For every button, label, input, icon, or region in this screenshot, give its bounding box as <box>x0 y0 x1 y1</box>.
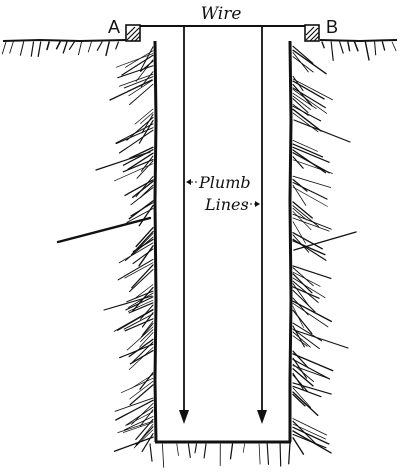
ground-surface-left <box>2 38 127 43</box>
plumb-label: Plumb <box>198 173 251 192</box>
shaft-wall-right <box>288 40 293 442</box>
plumb-line-left <box>179 26 189 424</box>
point-a-label: A <box>108 17 120 37</box>
earth-hatching <box>1 41 397 468</box>
ground-surface-right <box>319 39 398 43</box>
support-b <box>304 24 320 42</box>
point-b-label: B <box>326 17 338 37</box>
wire-label: Wire <box>201 4 242 24</box>
plumb-leader-left <box>186 179 197 185</box>
shaft-wall-left <box>153 40 158 443</box>
plumb-line-right <box>257 26 267 424</box>
support-a <box>125 24 141 42</box>
lines-label: Lines <box>204 195 249 214</box>
plumb-leader-right <box>246 201 260 207</box>
